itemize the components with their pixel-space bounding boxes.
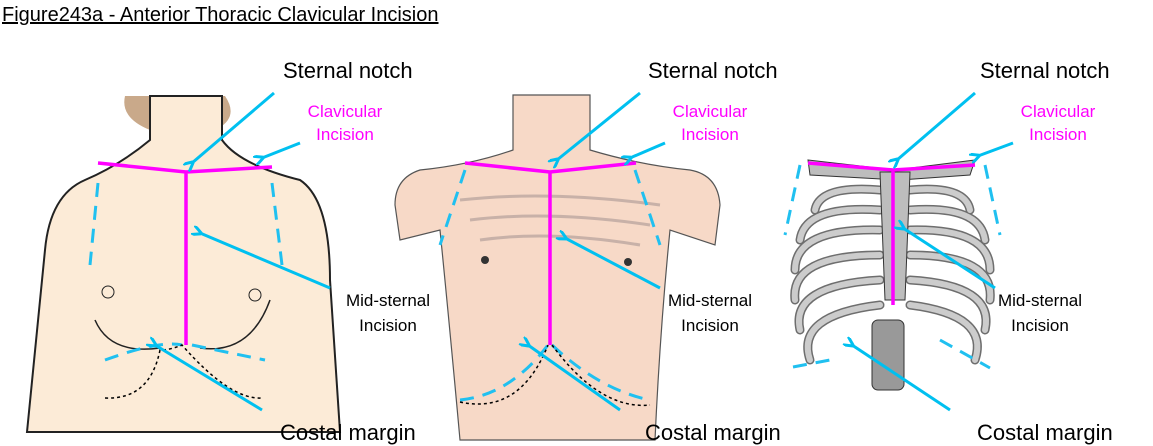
label-costal-margin: Costal margin [977, 420, 1113, 445]
male-torso-illustration [394, 94, 721, 441]
label-midsternal-line2: Incision [681, 316, 739, 335]
label-sternal-notch: Sternal notch [648, 58, 778, 83]
female-torso-illustration [25, 95, 342, 433]
label-clavicular-line1: Clavicular [1021, 102, 1096, 121]
male-markings [438, 91, 666, 412]
label-midsternal-line2: Incision [359, 316, 417, 335]
label-midsternal-line1: Mid-sternal [346, 291, 430, 310]
figure-title: Figure243a - Anterior Thoracic Clavicula… [2, 4, 439, 26]
female-markings [88, 91, 331, 412]
label-clavicular-line2: Incision [316, 125, 374, 144]
label-midsternal-line1: Mid-sternal [668, 291, 752, 310]
label-clavicular-line1: Clavicular [308, 102, 383, 121]
label-sternal-notch: Sternal notch [283, 58, 413, 83]
label-clavicular-line2: Incision [681, 125, 739, 144]
label-sternal-notch: Sternal notch [980, 58, 1110, 83]
label-midsternal-line1: Mid-sternal [998, 291, 1082, 310]
label-clavicular-line1: Clavicular [673, 102, 748, 121]
ribcage-markings [783, 91, 1014, 412]
label-costal-margin: Costal margin [280, 420, 416, 445]
label-costal-margin: Costal margin [645, 420, 781, 445]
label-clavicular-line2: Incision [1029, 125, 1087, 144]
label-midsternal-line2: Incision [1011, 316, 1069, 335]
